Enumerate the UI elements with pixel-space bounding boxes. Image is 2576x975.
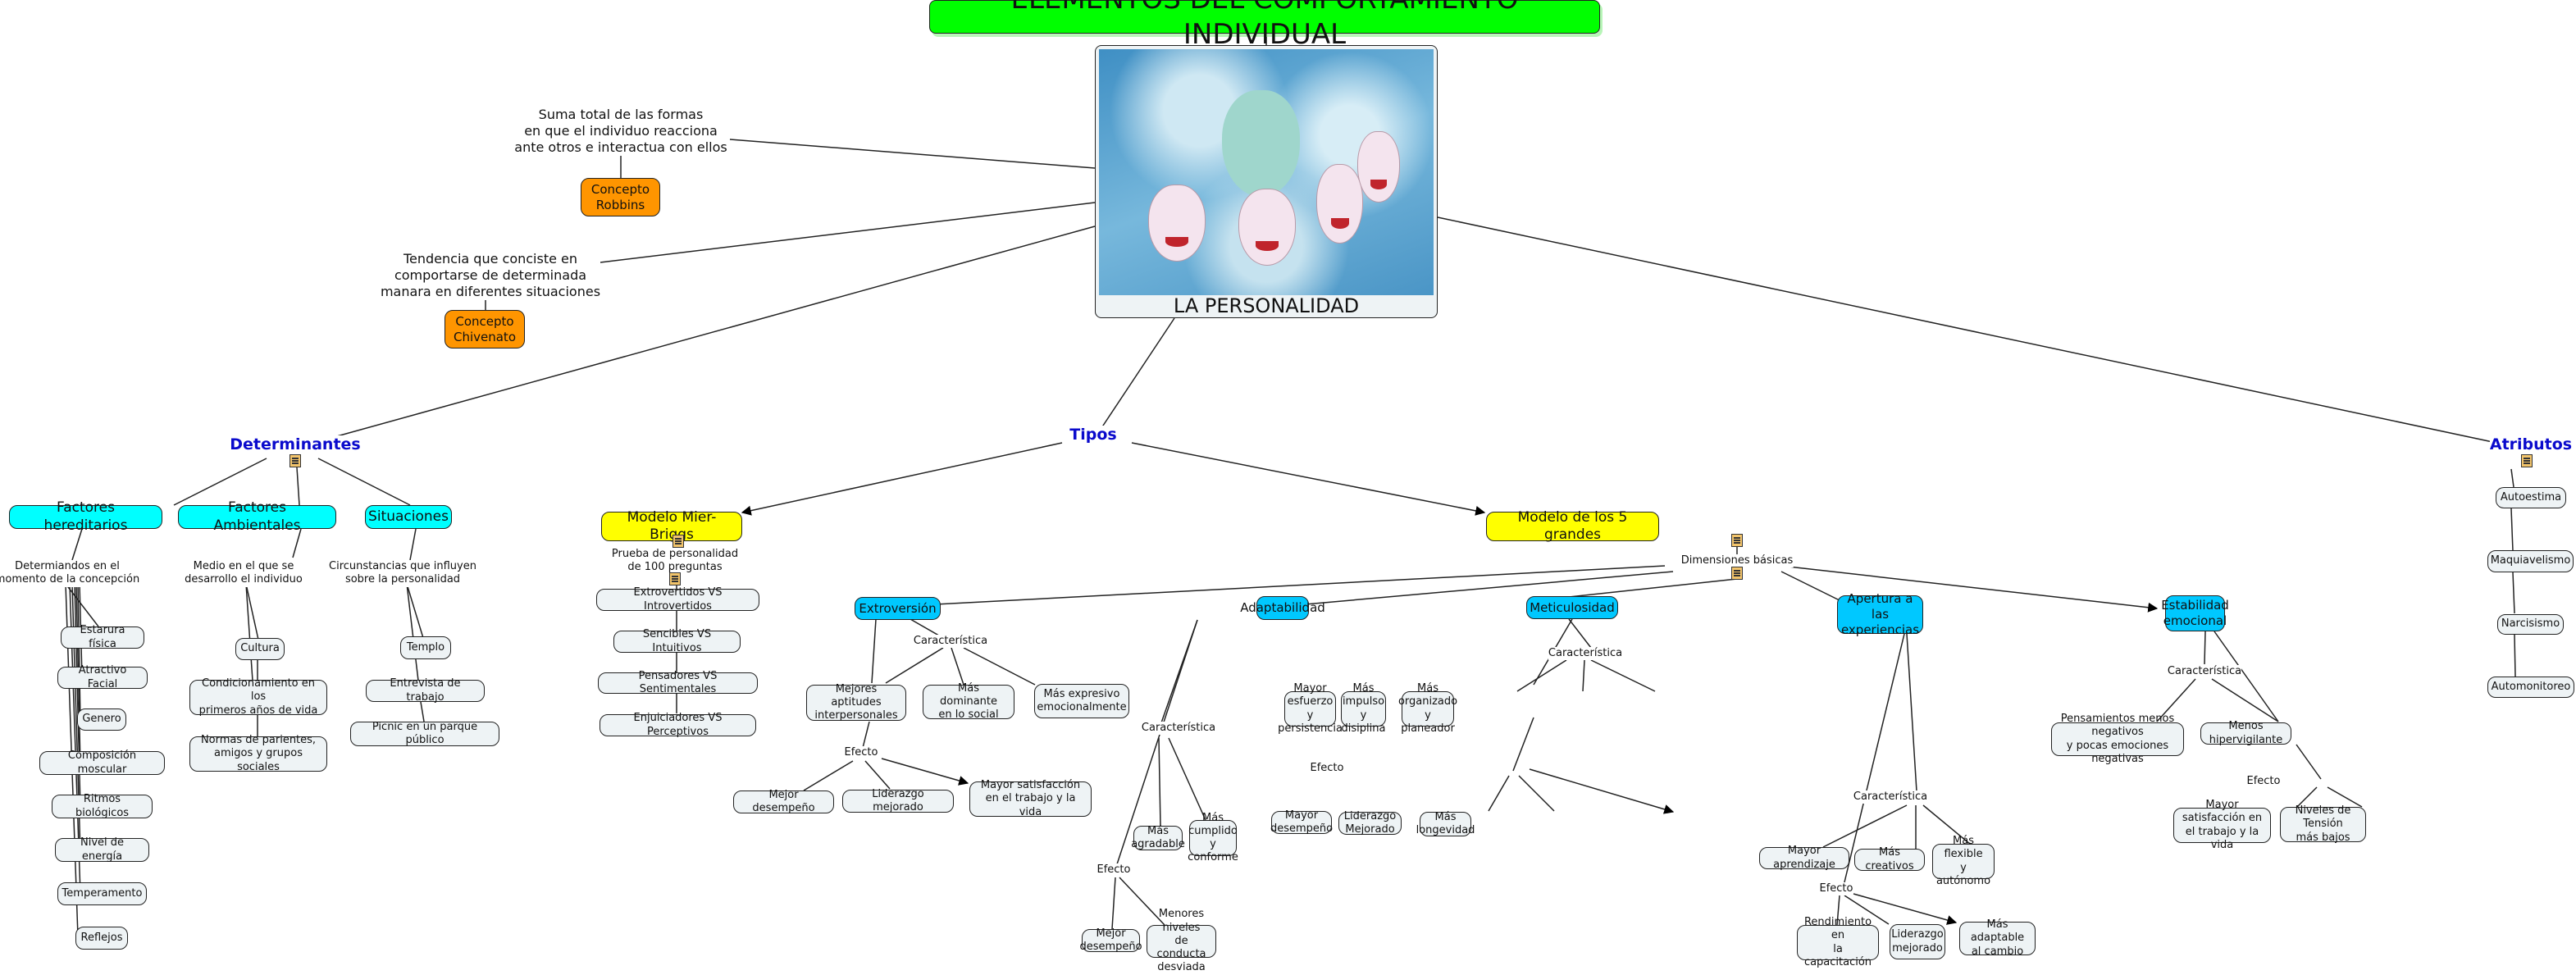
adaptabilidad-effect[interactable]: Menores niveles de conducta desviada	[1147, 908, 1216, 973]
extroversion-effect[interactable]: Liderazgo mejorado	[842, 788, 954, 813]
effect-label: Efecto	[2246, 775, 2281, 789]
resource-document-icon[interactable]	[1731, 534, 1743, 547]
chivenato-definition: Tendencia que conciste en comportarse de…	[380, 251, 601, 300]
robbins-definition: Suma total de las formas en que el indiv…	[514, 107, 727, 156]
estabilidad-effect[interactable]: Niveles de Tensión más bajos	[2280, 804, 2366, 844]
dimension-meticulosidad[interactable]: Meticulosidad	[1526, 596, 1618, 619]
resource-document-icon[interactable]	[672, 535, 684, 548]
characteristic-label: Característica	[1141, 722, 1216, 736]
extroversion-characteristic[interactable]: Mejores aptitudes interpersonales	[806, 683, 906, 722]
meticulosidad-characteristic[interactable]: Más organizado y planeador	[1397, 682, 1458, 735]
estabilidad-characteristic[interactable]: Menos hipervigilante	[2200, 720, 2291, 746]
ambientales-link-label: Medio en el que se desarrollo el individ…	[185, 560, 303, 587]
meticulosidad-characteristic[interactable]: Mayor esfuerzo y persistencia	[1278, 682, 1343, 735]
hereditary-item[interactable]: Ritmos biológicos	[52, 793, 153, 819]
ambiental-item[interactable]: Normas de parientes, amigos y grupos soc…	[189, 734, 327, 773]
resource-document-icon[interactable]	[290, 454, 301, 467]
adaptabilidad-effect[interactable]: Mejor desempeño	[1079, 927, 1142, 953]
mbti-link-label: Prueba de personalidad de 100 preguntas	[611, 548, 739, 575]
situaciones-node[interactable]: Situaciones	[365, 505, 452, 529]
meticulosidad-effect[interactable]: Liderazgo Mejorado	[1338, 810, 1402, 836]
factores-hereditarios-node[interactable]: Factores hereditarios	[9, 499, 162, 534]
apertura-effect[interactable]: Más adaptable al cambio	[1959, 918, 2036, 958]
effect-label: Efecto	[1097, 863, 1131, 877]
apertura-characteristic[interactable]: Más creativos	[1854, 846, 1925, 872]
modelo-5-grandes-node[interactable]: Modelo de los 5 grandes	[1486, 509, 1659, 543]
adaptabilidad-characteristic[interactable]: Más agradable	[1131, 824, 1185, 850]
illustration-face	[1222, 90, 1300, 197]
ambiental-item[interactable]: Condicionamiento en los primeros años de…	[189, 677, 327, 717]
apertura-effect[interactable]: Liderazgo mejorado	[1890, 924, 1945, 959]
adaptabilidad-characteristic[interactable]: Más cumplido y conforme	[1188, 811, 1238, 864]
mbti-item[interactable]: Extrovertidos VS Introvertidos	[596, 586, 759, 613]
estabilidad-effect[interactable]: Mayor satisfacción en el trabajo y la vi…	[2173, 799, 2271, 851]
mbti-item[interactable]: Pensadores VS Sentimentales	[598, 670, 758, 695]
effect-label: Efecto	[844, 746, 878, 760]
hereditary-item[interactable]: Estarura física	[61, 624, 144, 650]
apertura-effect[interactable]: Rendimiento en la capacitación	[1797, 916, 1879, 968]
resource-document-icon[interactable]	[2521, 454, 2533, 467]
situacion-item[interactable]: Entrevista de trabajo	[366, 677, 485, 704]
meticulosidad-characteristic[interactable]: Más impulso y disiplina	[1341, 682, 1386, 735]
mbti-item[interactable]: Sencibles VS Intuitivos	[613, 628, 741, 654]
effect-label: Efecto	[1819, 882, 1853, 896]
concept-chivenato-node[interactable]: Concepto Chivenato	[445, 310, 525, 349]
determinantes-label[interactable]: Determinantes	[230, 435, 361, 453]
illustration-mask	[1357, 131, 1400, 203]
hereditarios-link-label: Determiandos en el momento de la concepc…	[0, 560, 140, 587]
atributos-label[interactable]: Atributos	[2489, 435, 2573, 453]
illustration-mask	[1148, 185, 1206, 262]
hereditary-item[interactable]: Genero	[77, 708, 126, 731]
situacion-item[interactable]: Templo	[400, 636, 451, 659]
meticulosidad-effect[interactable]: Más longevidad	[1416, 810, 1475, 836]
extroversion-characteristic[interactable]: Más dominante en lo social	[923, 682, 1014, 721]
dimension-estabilidad[interactable]: Estabilidad emocional	[2161, 595, 2229, 631]
hereditary-item[interactable]: Composición moscular	[39, 749, 165, 776]
modelo-mier-briggs-node[interactable]: Modelo Mier-Briggs	[601, 509, 742, 543]
atributo-item[interactable]: Autoestima	[2496, 487, 2566, 508]
central-concept-caption: LA PERSONALIDAD	[1173, 294, 1360, 317]
resource-document-icon[interactable]	[1731, 567, 1743, 580]
apertura-characteristic[interactable]: Más flexible y autónomo	[1932, 835, 1995, 887]
personality-masks-image	[1099, 49, 1434, 295]
characteristic-label: Característica	[1548, 647, 1623, 661]
characteristic-label: Característica	[1853, 790, 1928, 804]
apertura-characteristic[interactable]: Mayor aprendizaje	[1759, 845, 1849, 871]
atributo-item[interactable]: Maquiavelismo	[2487, 550, 2574, 572]
hereditary-item[interactable]: Reflejos	[75, 927, 128, 950]
hereditary-item[interactable]: Atractivo Facial	[57, 664, 148, 690]
resource-document-icon[interactable]	[669, 572, 681, 585]
extroversion-effect[interactable]: Mayor satisfacción en el trabajo y la vi…	[969, 779, 1092, 818]
illustration-mask	[1316, 164, 1363, 244]
concept-robbins-node[interactable]: Concepto Robbins	[581, 178, 660, 216]
meticulosidad-effect[interactable]: Mayor desempeño	[1270, 809, 1334, 835]
central-concept-node[interactable]: LA PERSONALIDAD	[1095, 45, 1438, 318]
dimension-apertura[interactable]: Apertura a las experiencias	[1837, 591, 1923, 637]
situacion-item[interactable]: Picnic en un parque público	[350, 721, 499, 746]
mbti-item[interactable]: Enjuiciadores VS Perceptivos	[600, 712, 756, 738]
big5-link-label: Dimensiones básicas	[1680, 554, 1794, 568]
atributo-item[interactable]: Automonitoreo	[2487, 677, 2574, 698]
effect-label: Efecto	[1310, 762, 1344, 776]
ambiental-item[interactable]: Cultura	[235, 638, 285, 660]
factores-ambientales-node[interactable]: Factores Ambientales	[178, 499, 336, 534]
characteristic-label: Característica	[913, 635, 988, 649]
dimension-adaptabilidad[interactable]: Adaptabilidad	[1240, 596, 1325, 620]
map-title[interactable]: ELEMENTOS DEL COMPORTAMIENTO INDIVIDUAL	[929, 0, 1600, 51]
dimension-extroversion[interactable]: Extroversión	[855, 597, 941, 620]
hereditary-item[interactable]: Nivel de energía	[55, 836, 149, 863]
characteristic-label: Característica	[2167, 665, 2242, 679]
situaciones-link-label: Circunstancias que influyen sobre la per…	[329, 560, 476, 587]
illustration-mask	[1238, 189, 1296, 266]
extroversion-effect[interactable]: Mejor desempeño	[733, 789, 834, 814]
atributo-item[interactable]: Narcisismo	[2497, 614, 2564, 635]
estabilidad-characteristic[interactable]: Pensamientos menos negativos y pocas emo…	[2051, 713, 2184, 765]
tipos-label[interactable]: Tipos	[1069, 426, 1117, 444]
extroversion-characteristic[interactable]: Más expresivo emocionalmente	[1034, 684, 1129, 718]
hereditary-item[interactable]: Temperamento	[57, 882, 147, 905]
